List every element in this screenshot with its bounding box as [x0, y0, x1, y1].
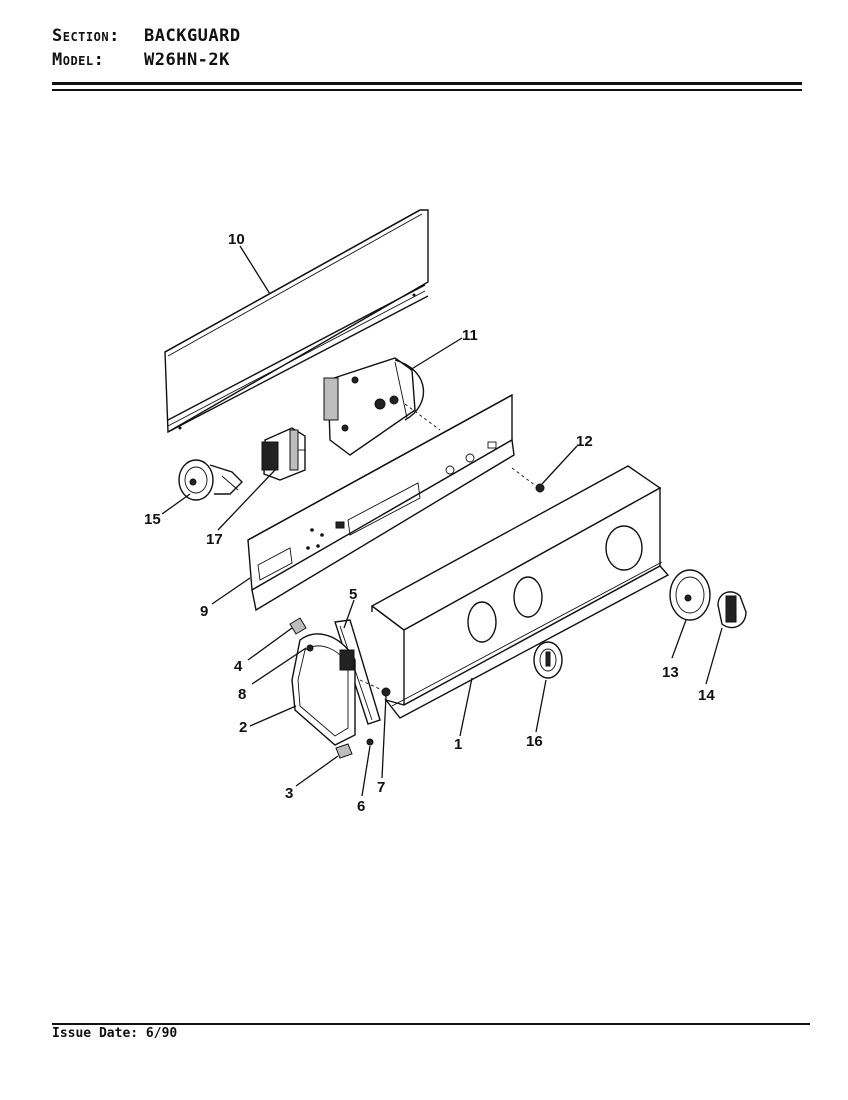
model-value: W26HN-2K	[144, 50, 230, 70]
callout-17: 17	[206, 531, 223, 548]
callout-14: 14	[698, 687, 715, 704]
part-11-bracket	[323, 357, 441, 456]
callout-4: 4	[234, 658, 243, 675]
part-12-screw	[511, 467, 545, 493]
part-17-switch	[261, 427, 306, 481]
model-label: Model:	[52, 50, 105, 70]
callout-15: 15	[144, 511, 161, 528]
issue-date: Issue Date: 6/90	[52, 1026, 178, 1041]
callout-labels: 10 11 12 15 17 9 5 4 8 2 3 6 7 1 16 13 1…	[144, 231, 715, 815]
callout-2: 2	[239, 719, 247, 736]
part-13-dial	[669, 569, 711, 621]
callout-7: 7	[377, 779, 385, 796]
part-3-clip	[335, 743, 353, 759]
callout-16: 16	[526, 733, 543, 750]
callout-10: 10	[228, 231, 245, 248]
part-10-trim	[164, 209, 429, 434]
callout-11: 11	[462, 327, 478, 344]
part-4-clip	[289, 617, 307, 635]
callout-6: 6	[357, 798, 365, 815]
callout-9: 9	[200, 603, 208, 620]
section-value: BACKGUARD	[144, 26, 241, 46]
leader-lines	[161, 245, 723, 797]
part-5-strip	[334, 619, 381, 725]
callout-12: 12	[576, 433, 593, 450]
callout-8: 8	[238, 686, 246, 703]
callout-5: 5	[349, 586, 357, 603]
part-14-knob	[717, 591, 747, 629]
part-2-housing	[291, 633, 356, 746]
section-header: Section: BACKGUARD	[52, 26, 241, 46]
callout-1: 1	[454, 736, 462, 753]
footer-rule	[52, 1023, 810, 1025]
part-16-knob	[533, 641, 563, 679]
part-15-switch	[178, 459, 243, 501]
section-label: Section:	[52, 26, 120, 46]
model-header: Model: W26HN-2K	[52, 50, 230, 70]
callout-13: 13	[662, 664, 679, 681]
header-rule-thin	[52, 89, 802, 91]
header-rule-thick	[52, 82, 802, 85]
callout-3: 3	[285, 785, 293, 802]
part-9-control-panel	[247, 393, 515, 612]
part-1-backguard	[370, 465, 670, 719]
part-6-screw	[366, 738, 374, 746]
